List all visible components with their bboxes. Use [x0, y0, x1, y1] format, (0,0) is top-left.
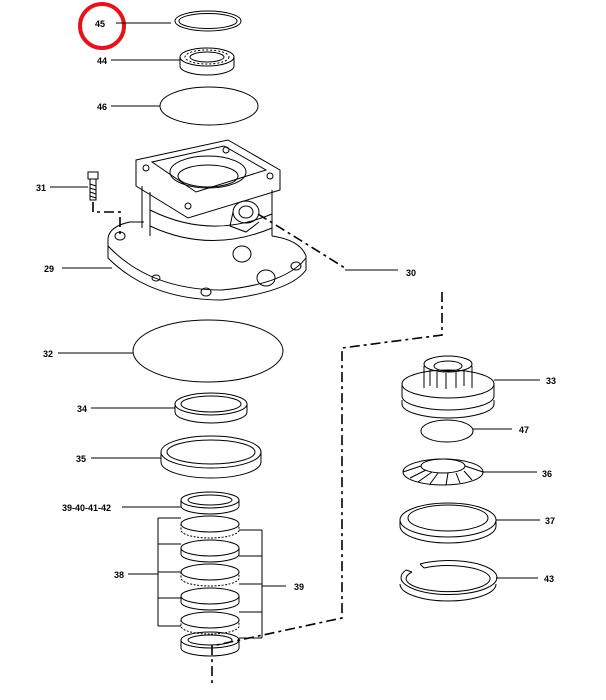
label-39: 39 [294, 582, 304, 592]
part-34-ring [174, 392, 248, 424]
label-31: 31 [36, 183, 46, 193]
bolt-path-31 [92, 202, 121, 234]
label-32: 32 [43, 349, 53, 359]
label-46: 46 [97, 102, 107, 112]
label-45: 45 [95, 19, 105, 29]
part-45-ring [174, 10, 242, 32]
part-37-ring [399, 502, 497, 544]
part-29-housing [107, 139, 307, 301]
label-37: 37 [545, 516, 555, 526]
label-38: 38 [114, 570, 124, 580]
part-32-oring [132, 319, 284, 383]
label-43: 43 [544, 574, 554, 584]
label-35: 35 [76, 454, 86, 464]
label-33: 33 [546, 376, 556, 386]
label-30: 30 [406, 268, 416, 278]
part-46-oring [159, 86, 259, 126]
label-39-40-41-42: 39-40-41-42 [62, 503, 111, 513]
highlight-circle [78, 2, 126, 50]
label-36: 36 [542, 469, 552, 479]
label-44: 44 [97, 56, 107, 66]
leader-30-dash [257, 213, 346, 269]
centerline-dash [211, 292, 443, 684]
part-31-bolt [87, 171, 99, 201]
part-47-oring [420, 419, 474, 443]
part-33-hub [401, 355, 495, 419]
bracket-38 [128, 517, 181, 627]
part-38-39-disc-stack [180, 491, 240, 657]
part-35-ring [160, 435, 262, 479]
label-47: 47 [519, 425, 529, 435]
bracket-39 [239, 529, 286, 639]
part-36-washer [402, 458, 484, 486]
part-44-seal [179, 47, 235, 76]
part-43-snap-ring [399, 560, 498, 602]
label-34: 34 [77, 404, 87, 414]
label-29: 29 [44, 264, 54, 274]
